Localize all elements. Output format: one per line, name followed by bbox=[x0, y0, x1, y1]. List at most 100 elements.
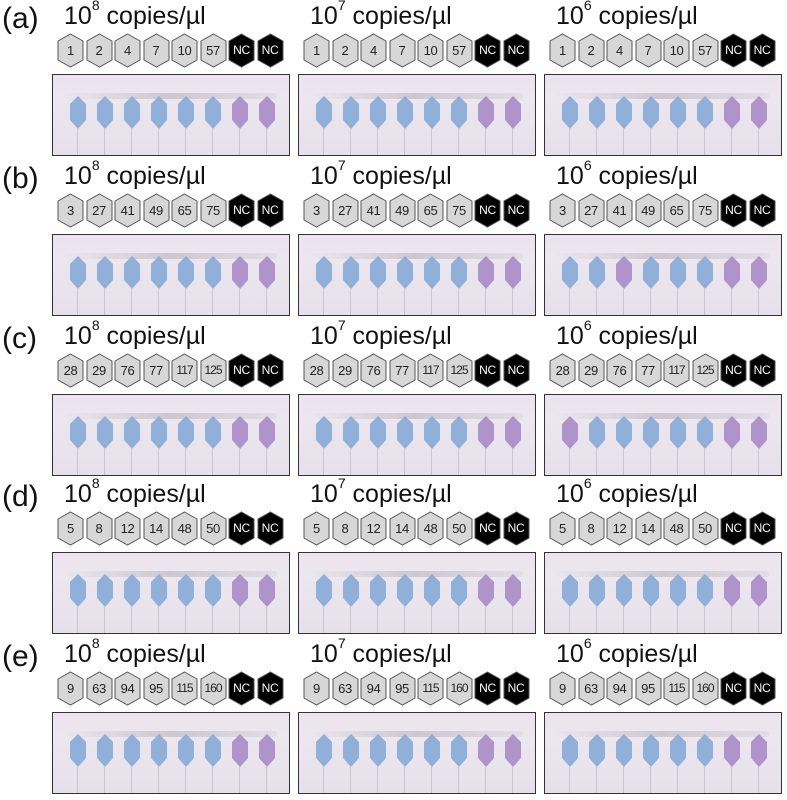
tube-label: 7 bbox=[152, 43, 160, 58]
blue-reaction-spot bbox=[96, 733, 114, 793]
negative-control-tube: NC bbox=[257, 193, 284, 228]
tube-shape-icon bbox=[692, 33, 718, 68]
tube-label: 7 bbox=[398, 43, 406, 58]
sample-tube: 95 bbox=[389, 671, 416, 706]
blue-reaction-spot bbox=[123, 733, 141, 793]
title-exponent: 7 bbox=[337, 0, 346, 13]
blue-reaction-spot bbox=[69, 255, 87, 315]
tube-label: NC bbox=[261, 203, 279, 217]
background-streak bbox=[63, 413, 277, 419]
negative-control-tube: NC bbox=[503, 33, 530, 68]
tube-shape-icon bbox=[171, 511, 198, 546]
tube-shape-icon bbox=[474, 671, 501, 706]
blue-reaction-spot bbox=[588, 415, 606, 475]
tube-shape-icon bbox=[303, 511, 330, 546]
tube-label: 125 bbox=[204, 363, 222, 377]
tube-label: NC bbox=[725, 681, 742, 695]
title-unit: copies/µl bbox=[345, 480, 452, 508]
sample-tube: 41 bbox=[114, 193, 141, 228]
tube-shape-icon bbox=[692, 353, 718, 388]
sample-tube: 10 bbox=[663, 33, 690, 68]
tube-label: NC bbox=[479, 681, 496, 695]
tube-shape-icon bbox=[417, 353, 444, 388]
sample-tube: 94 bbox=[606, 671, 633, 706]
background-streak bbox=[63, 571, 277, 577]
sample-tube: 9 bbox=[549, 671, 576, 706]
panel-title: 107 copies/µl bbox=[310, 0, 452, 31]
tube-shape-icon bbox=[606, 193, 633, 228]
blue-reaction-spot bbox=[315, 573, 333, 633]
purple-reaction-spot bbox=[477, 415, 495, 475]
tube-shape-icon bbox=[86, 33, 112, 68]
tube-shape-icon bbox=[578, 193, 604, 228]
blue-reaction-spot bbox=[177, 415, 195, 475]
blue-reaction-spot bbox=[669, 415, 687, 475]
tube-label: 65 bbox=[669, 203, 684, 218]
tube-label: 41 bbox=[120, 203, 135, 218]
tube-label: NC bbox=[507, 363, 525, 377]
negative-control-tube: NC bbox=[474, 511, 501, 546]
sample-tube: 115 bbox=[417, 671, 444, 706]
sample-tube: 57 bbox=[446, 33, 473, 68]
blue-reaction-spot bbox=[588, 573, 606, 633]
blue-reaction-spot bbox=[177, 733, 195, 793]
negative-control-tube: NC bbox=[503, 671, 530, 706]
blue-reaction-spot bbox=[696, 733, 714, 793]
tube-shape-icon bbox=[303, 353, 330, 388]
tube-shape-icon bbox=[720, 671, 747, 706]
result-photo bbox=[298, 234, 536, 316]
tube-label: NC bbox=[233, 43, 250, 57]
tube-label: NC bbox=[753, 681, 771, 695]
title-unit: copies/µl bbox=[99, 322, 206, 350]
tube-shape-icon bbox=[474, 33, 501, 68]
blue-reaction-spot bbox=[642, 95, 660, 155]
tube-shape-icon bbox=[446, 193, 472, 228]
sample-tube: 117 bbox=[663, 353, 690, 388]
tube-label: 10 bbox=[423, 43, 438, 58]
tube-label: NC bbox=[753, 203, 771, 217]
purple-reaction-spot bbox=[258, 95, 276, 155]
blue-reaction-spot bbox=[123, 573, 141, 633]
tube-shape-icon bbox=[635, 193, 661, 228]
sample-tube: 12 bbox=[114, 511, 141, 546]
blue-reaction-spot bbox=[588, 95, 606, 155]
sample-tube: 125 bbox=[200, 353, 227, 388]
tube-shape-icon bbox=[171, 671, 198, 706]
result-photo bbox=[52, 552, 290, 634]
sample-tube: 76 bbox=[606, 353, 633, 388]
sample-tube: 77 bbox=[143, 353, 170, 388]
blue-reaction-spot bbox=[150, 573, 168, 633]
sample-tube: 7 bbox=[389, 33, 416, 68]
purple-reaction-spot bbox=[504, 95, 522, 155]
blue-reaction-spot bbox=[69, 573, 87, 633]
tube-shape-icon bbox=[578, 353, 604, 388]
panel-title: 106 copies/µl bbox=[556, 158, 698, 191]
tube-shape-icon bbox=[171, 33, 198, 68]
tube-label: 2 bbox=[95, 43, 103, 58]
title-base: 10 bbox=[64, 2, 92, 30]
panel-title: 106 copies/µl bbox=[556, 318, 698, 351]
tube-label: 115 bbox=[176, 681, 193, 695]
tube-shape-icon bbox=[200, 353, 226, 388]
tube-shape-icon bbox=[200, 511, 226, 546]
purple-reaction-spot bbox=[477, 733, 495, 793]
tube-shape-icon bbox=[720, 193, 747, 228]
blue-reaction-spot bbox=[669, 733, 687, 793]
blue-reaction-spot bbox=[450, 415, 468, 475]
tube-shape-icon bbox=[228, 511, 255, 546]
tube-shape-icon bbox=[114, 353, 141, 388]
tube-label: 5 bbox=[559, 521, 566, 536]
sample-tube: 8 bbox=[578, 511, 605, 546]
tube-label: 5 bbox=[67, 521, 74, 536]
negative-control-tube: NC bbox=[228, 193, 255, 228]
tube-label: 57 bbox=[452, 43, 466, 58]
tube-label: 14 bbox=[149, 521, 163, 536]
sample-tube: 77 bbox=[635, 353, 662, 388]
tube-shape-icon bbox=[257, 671, 283, 706]
sample-tube: 9 bbox=[303, 671, 330, 706]
sample-tube: 160 bbox=[200, 671, 227, 706]
blue-reaction-spot bbox=[96, 95, 114, 155]
